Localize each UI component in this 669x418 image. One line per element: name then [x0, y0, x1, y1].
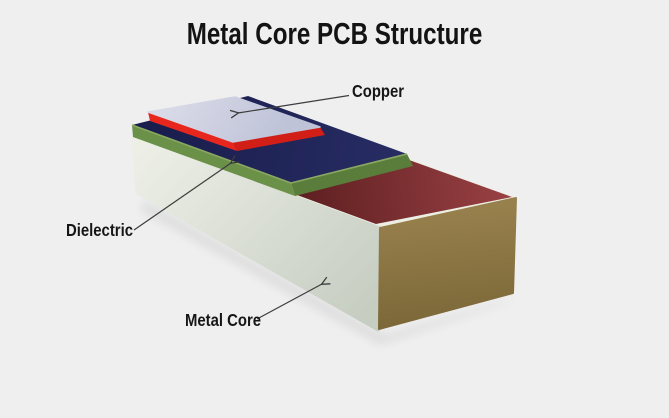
label-copper: Copper [352, 81, 405, 101]
metal-core-top-face [297, 160, 512, 224]
metal-core-arrow [256, 276, 331, 320]
label-metal-core: Metal Core [185, 310, 262, 330]
dielectric-edge-highlight [131, 124, 408, 184]
label-dielectric: Dielectric [66, 220, 133, 240]
metal-core-front-face [131, 135, 382, 332]
page-title: Metal Core PCB Structure [186, 16, 483, 51]
metal-core-side-face [378, 197, 517, 330]
copper-side-face [233, 127, 325, 151]
dielectric-side-face [291, 154, 413, 196]
copper-arrow [229, 94, 350, 119]
copper-top-face [147, 96, 321, 143]
dielectric-front-face [132, 125, 295, 196]
dielectric-arrow [133, 155, 240, 231]
copper-front-face [148, 112, 237, 151]
